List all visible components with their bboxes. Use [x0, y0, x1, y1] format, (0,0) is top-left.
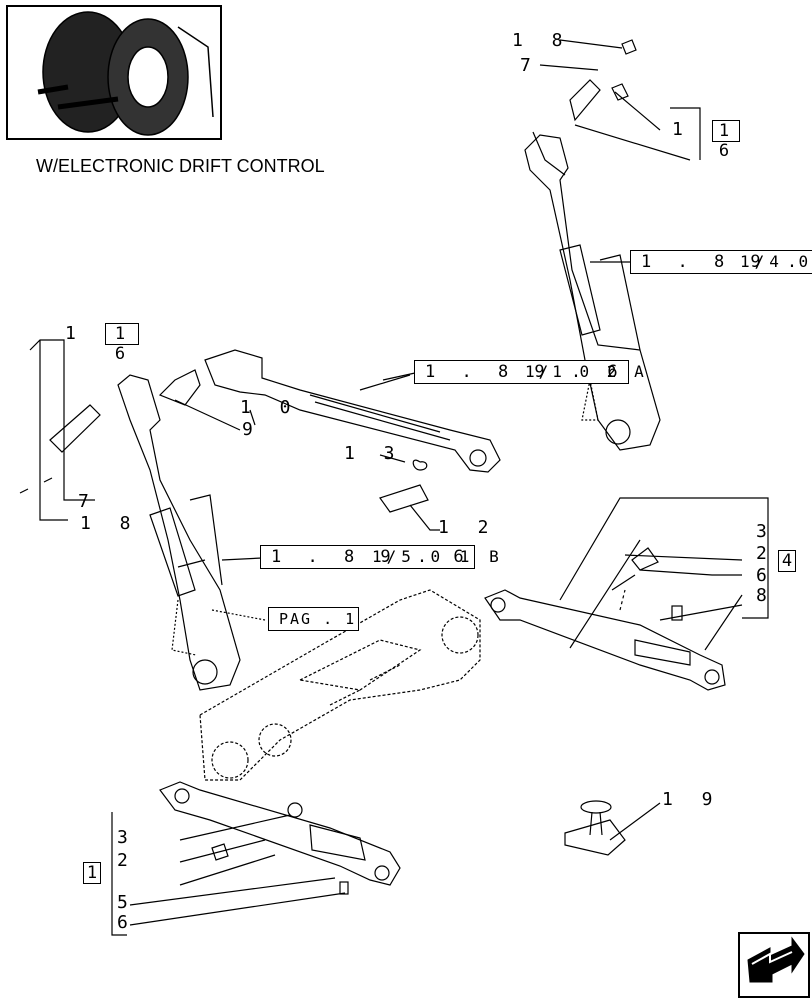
callout-2-right: 2 — [756, 543, 776, 564]
callout-16-top-box: 1 6 — [712, 120, 740, 161]
left-lower-link — [111, 781, 401, 936]
ref-box-left: 1 . 8 9 . 6 — [260, 545, 475, 569]
callout-2-left: 2 — [117, 850, 137, 871]
callout-3-right: 3 — [756, 521, 776, 542]
page-ref-box: PAG . 1 — [268, 607, 360, 631]
next-page-arrow-icon — [747, 936, 805, 983]
next-page-button[interactable] — [738, 932, 810, 998]
callout-8-right: 8 — [756, 585, 776, 606]
callout-18-left: 1 8 — [80, 513, 140, 534]
ref-box-top-right-sub: 1/4 0 1 — [740, 252, 812, 271]
ref-box-top-right: 1 . 8 9 . 6 — [630, 250, 812, 274]
callout-6-right: 6 — [756, 565, 776, 586]
callout-7-left: 7 — [78, 491, 98, 512]
ref-box-left-sub: 1/5 0 1 B — [372, 547, 504, 566]
callout-1-box: 1 — [83, 862, 101, 884]
callout-18-top: 1 8 — [512, 30, 572, 51]
ref-box-mid-sub: 1/1 0 2 A — [525, 362, 648, 381]
callout-17-top: 1 7 — [672, 119, 732, 140]
callout-9: 9 — [242, 419, 262, 440]
tractor-rear-thumbnail-icon — [6, 5, 222, 140]
right-lower-link — [484, 497, 769, 691]
quick-release-pin — [564, 800, 661, 856]
callout-19: 1 9 — [662, 789, 722, 810]
callout-17-left: 1 7 — [65, 323, 125, 344]
page-title: W/ELECTRONIC DRIFT CONTROL — [36, 156, 325, 176]
callout-7-top: 7 — [520, 55, 540, 76]
center-link-rod — [158, 349, 501, 531]
callout-12: 1 2 — [438, 517, 498, 538]
callout-16-left-box: 1 6 — [105, 323, 139, 364]
callout-6-left: 6 — [117, 912, 137, 933]
center-housing-outline — [199, 589, 481, 781]
ref-box-mid: 1 . 8 9 . 6 — [414, 360, 629, 384]
callout-4-box: 4 — [778, 550, 796, 572]
callout-3-left: 3 — [117, 827, 137, 848]
callout-5-left: 5 — [117, 892, 137, 913]
callout-10: 1 0 — [240, 397, 300, 418]
top-right-lift-rod — [524, 39, 701, 451]
left-lift-rod — [19, 339, 241, 691]
callout-13: 1 3 — [344, 443, 404, 464]
